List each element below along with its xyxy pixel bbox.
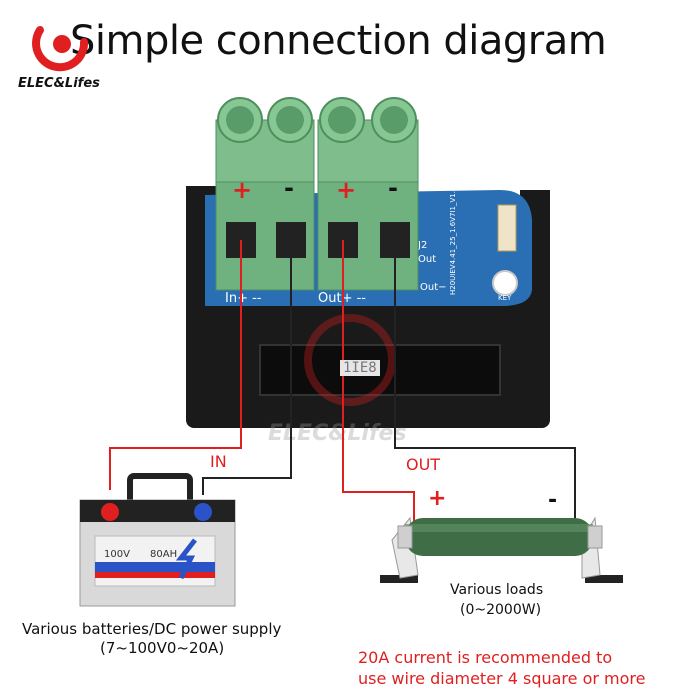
terminal-sign-out-minus: -: [388, 174, 398, 202]
wire-note-line-1: 20A current is recommended to: [358, 648, 613, 667]
battery-icon: 100V 80AH: [79, 473, 236, 607]
watermark-text: ELEC&Lifes: [268, 421, 407, 446]
wire-in-negative: [202, 240, 292, 495]
battery-voltage-text: 100V: [104, 549, 130, 560]
brand-logo-icon: [32, 26, 89, 72]
out-caption: OUT: [406, 455, 441, 474]
battery-capacity-text: 80AH: [150, 549, 177, 560]
terminal-block-in: [215, 97, 315, 291]
brand-logo-text: ELEC&Lifes: [18, 76, 100, 91]
pcb-out-minus-label: Out−: [420, 282, 447, 293]
pcb-out-label: Out: [418, 254, 436, 265]
pcb-in-silkscreen: In+ --: [225, 291, 262, 306]
terminal-sign-out-plus: +: [336, 176, 356, 204]
battery-range: (7~100V0~20A): [100, 639, 225, 657]
diagram-title: Simple connection diagram: [70, 18, 607, 64]
wire-out-negative: [394, 240, 576, 520]
wire-note-line-2: use wire diameter 4 square or more: [358, 669, 646, 688]
display-text: 1IE8: [340, 360, 380, 376]
in-caption: IN: [210, 452, 227, 471]
load-negative-sign: -: [548, 488, 558, 513]
terminal-sign-in-minus: -: [284, 174, 294, 202]
terminal-block-out: [317, 97, 419, 291]
loads-range: (0~2000W): [460, 602, 542, 618]
battery-label: Various batteries/DC power supply: [22, 620, 282, 638]
loads-label: Various loads: [450, 582, 544, 598]
terminal-sign-in-plus: +: [232, 176, 252, 204]
pcb-id-text: H20UIEV4.41_25_1.6V7I1_V1.0PCB: [449, 173, 457, 295]
pcb-j2-label: J2: [417, 240, 427, 251]
resistor-load-icon: [380, 516, 623, 583]
wire-in-positive: [109, 240, 242, 490]
pcb-key-label: KEY: [498, 294, 512, 302]
load-positive-sign: +: [428, 486, 447, 511]
